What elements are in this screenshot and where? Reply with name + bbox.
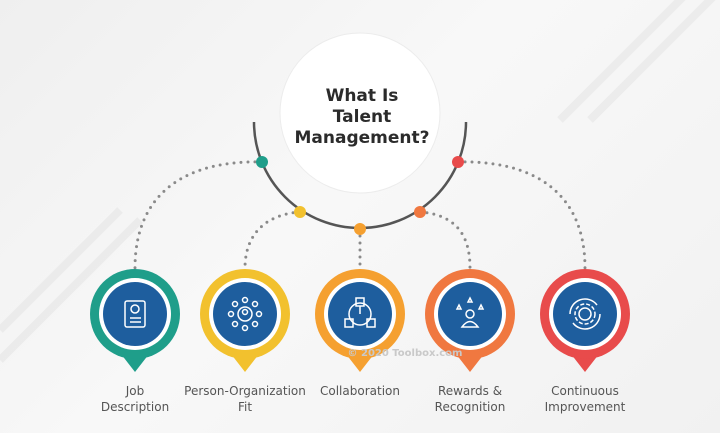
item-label-line-1: Person-Organization [184,384,306,398]
pin-tip [571,354,599,372]
item-label-line-1: Continuous [551,384,619,398]
title-line-2: Talent [333,107,391,127]
title-line-3: Management? [295,128,430,148]
collaboration-icon [344,297,376,328]
pin-tip [346,354,374,372]
pin-item: Collaboration [315,269,405,398]
item-label-line-1: Rewards & [438,384,502,398]
pin-tip [456,354,484,372]
watermark: © 2020 Toolbox.com [348,348,463,359]
pins: JobDescriptionPerson-OrganizationFitColl… [90,269,630,414]
item-label-line-2: Description [101,400,169,414]
dotted-connector [418,210,472,270]
item-label-line-2: Improvement [545,400,626,414]
title-line-1: What Is [326,86,399,106]
dotted-connector [456,160,587,270]
connectors [133,156,587,270]
job-description-icon [124,300,146,328]
item-label-line-1: Job [125,384,145,398]
arc-node-dot [294,206,306,218]
pin-item: Rewards & Recognition [425,269,515,414]
icon-background [553,282,617,346]
item-label-line-1: Collaboration [320,384,400,398]
arc-node-dot [256,156,268,168]
arc-node-dot [414,206,426,218]
background-stripes [0,0,720,360]
person-stars-icon [455,296,485,328]
network-person-icon [227,296,263,332]
pin-tip [121,354,149,372]
arc-node-dot [452,156,464,168]
item-label-line-2: Fit [238,400,252,414]
gear-cycle-icon [569,298,601,330]
icon-background [438,282,502,346]
title-circle [279,32,441,194]
item-label-line-2: Recognition [435,400,506,414]
dotted-connector [133,160,264,270]
arc-node-dot [354,223,366,235]
pin-tip [231,354,259,372]
icon-background [103,282,167,346]
dotted-connector [243,210,302,270]
